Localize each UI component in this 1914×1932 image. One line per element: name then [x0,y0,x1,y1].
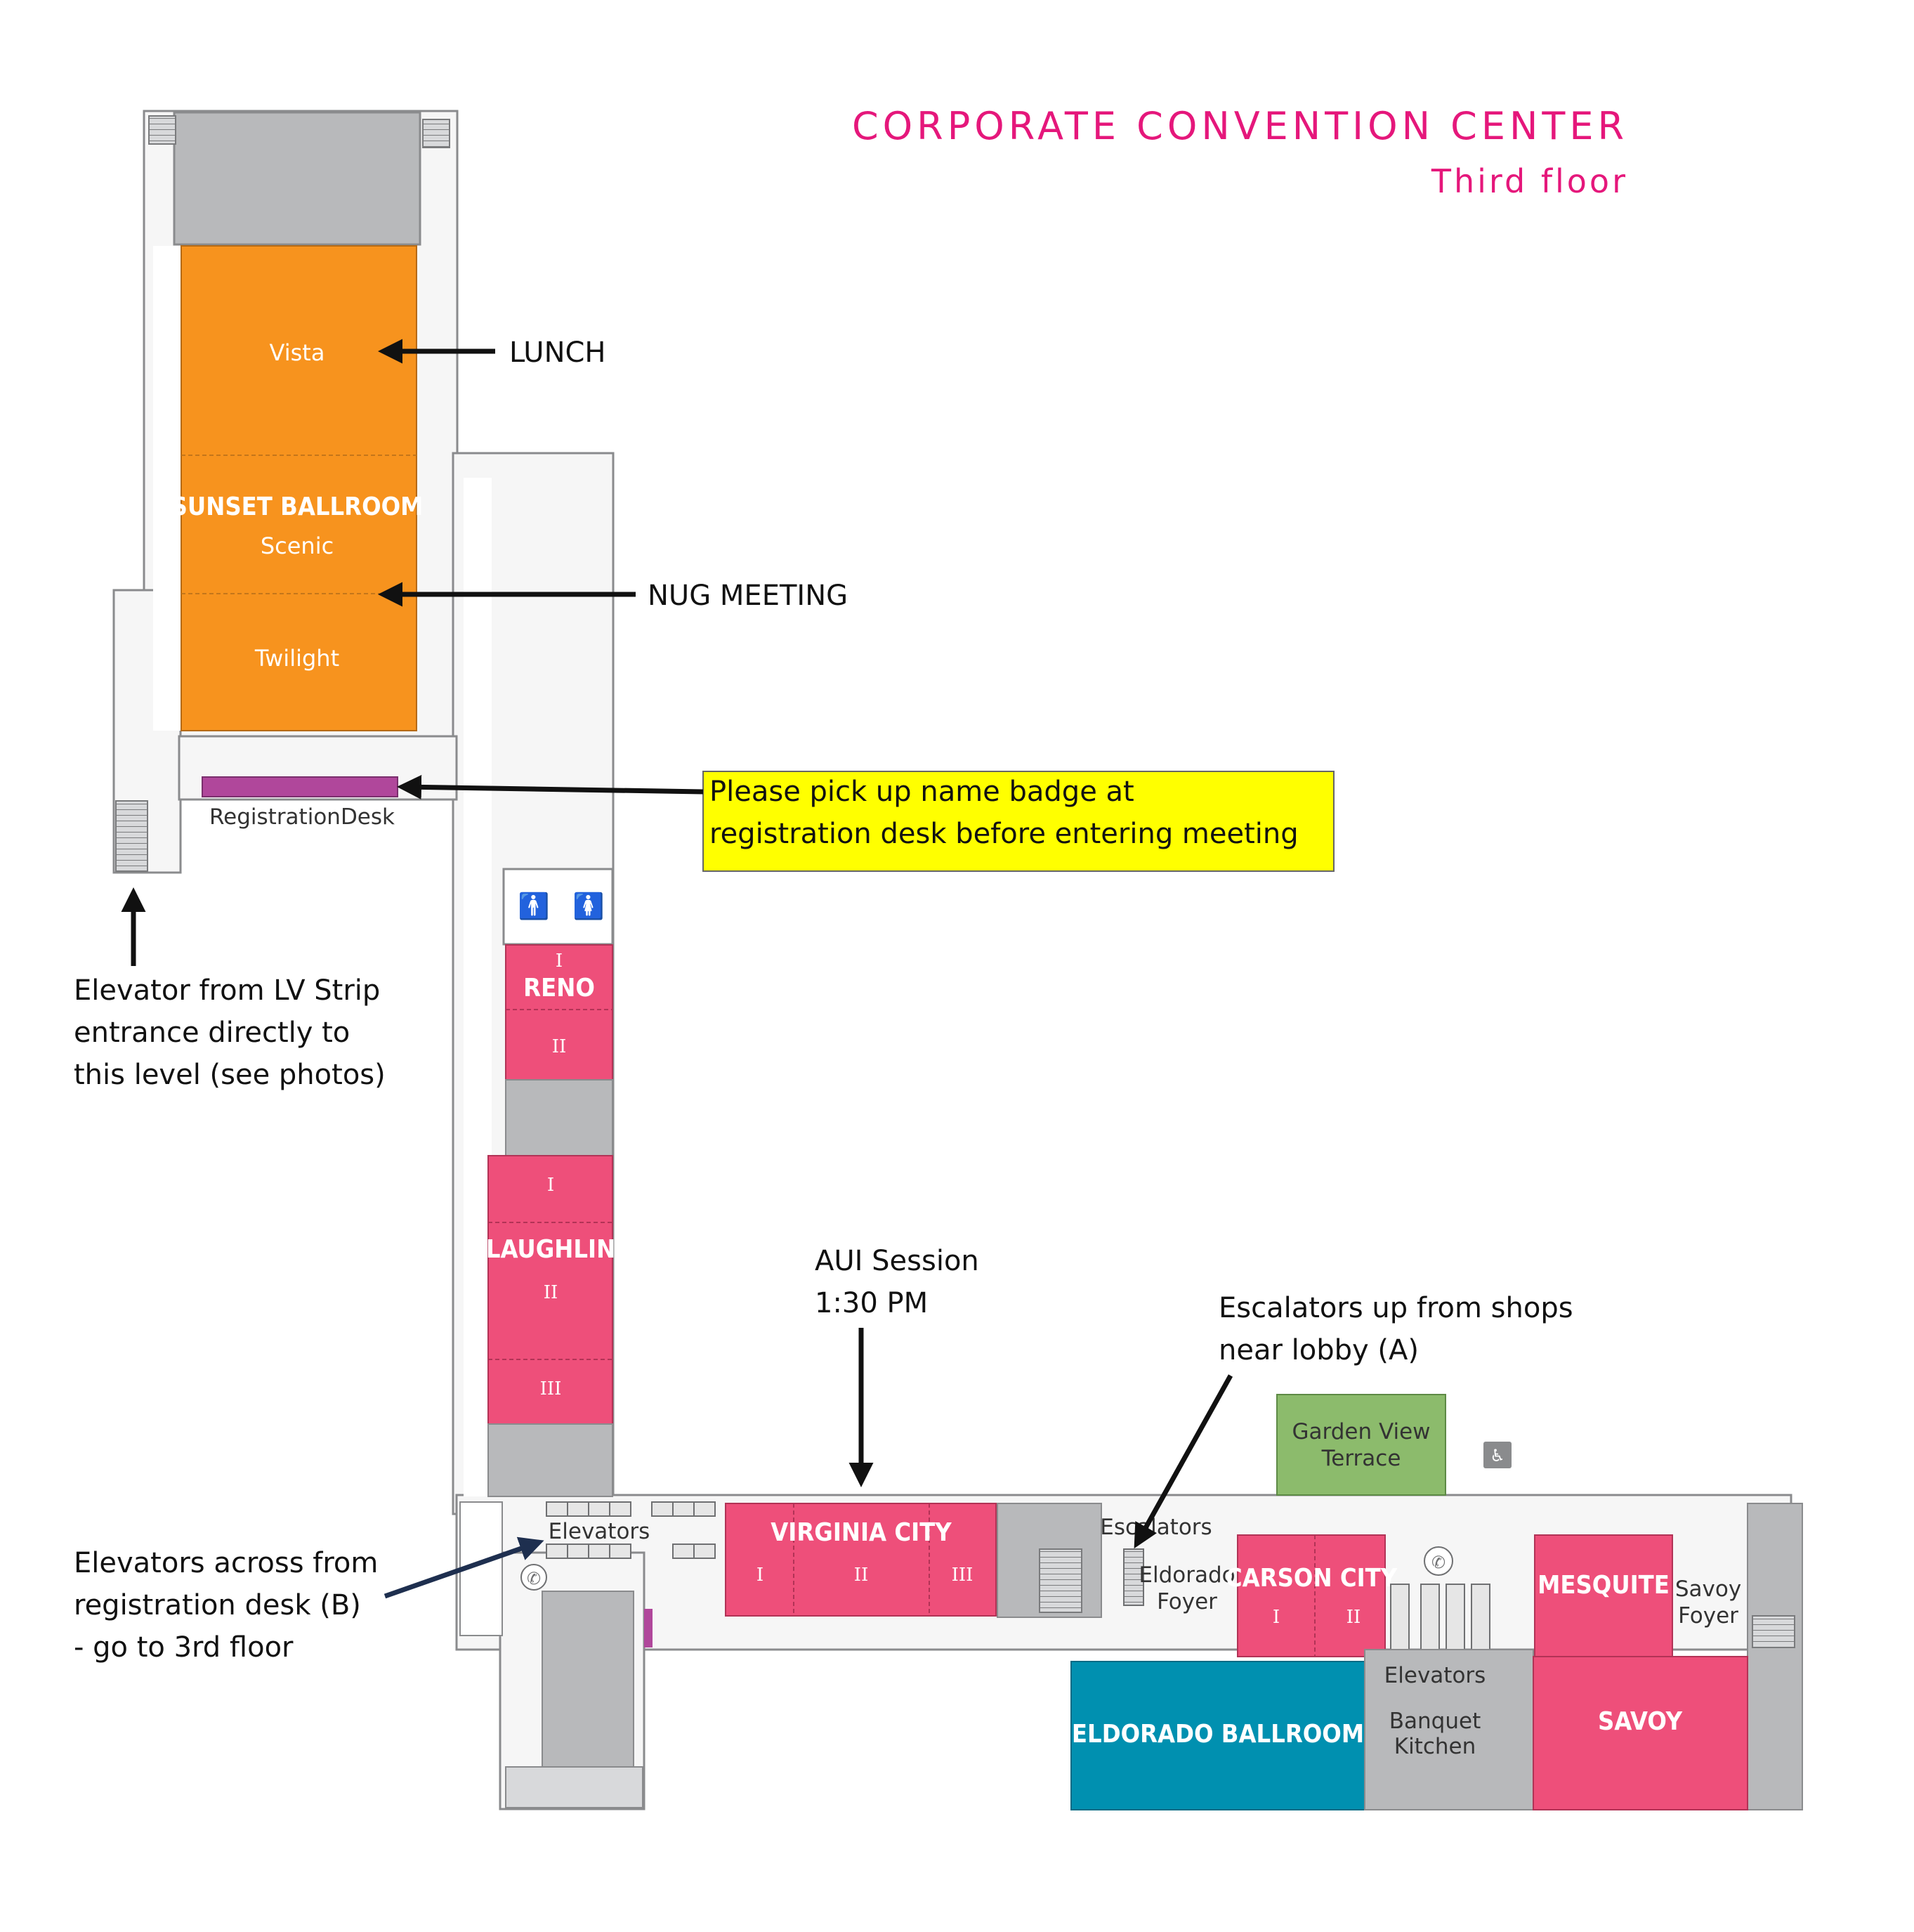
lv-line-2: entrance directly to [74,1017,350,1049]
service-area [1747,1503,1803,1810]
badge-note-line-2: registration desk before entering meetin… [709,818,1299,850]
elev-b-arrow [384,1536,544,1599]
room-eldorado-ballroom-label: ELDORADO BALLROOM [1072,1720,1364,1749]
stairs-icon [1752,1615,1795,1648]
map-title: CORPORATE CONVENTION CENTER [852,104,1628,148]
phone-icon [520,1564,547,1591]
esc-line-2: near lobby (A) [1219,1334,1419,1366]
laughlin-iii-label: III [540,1378,562,1399]
room-mesquite-label: MESQUITE [1538,1571,1670,1600]
nug-label: NUG MEETING [648,580,848,612]
room-carson-city[interactable] [1237,1534,1386,1657]
savoy-foyer-label-2: Foyer [1678,1603,1738,1629]
map-subtitle: Third floor [1431,162,1628,200]
eldorado-foyer-label-2: Foyer [1157,1589,1217,1614]
room-savoy-label: SAVOY [1598,1707,1683,1736]
service-area [487,1423,613,1497]
elev-b-line-3: - go to 3rd floor [74,1631,294,1664]
badge-arrow [397,774,704,799]
stairs-icon [1039,1548,1082,1613]
eldorado-foyer-label-1: Eldorado [1139,1562,1235,1588]
elevator-lv-strip [115,800,148,872]
service-area-top [173,111,421,246]
stairs-icon [148,115,176,145]
aui-line-2: 1:30 PM [815,1287,928,1319]
room-carson-city-label: CARSON CITY [1226,1564,1398,1593]
room-savoy[interactable] [1533,1656,1748,1810]
esc-arrow [1134,1374,1233,1549]
banquet-label-2: Kitchen [1394,1734,1476,1759]
savoy-foyer-label-1: Savoy [1675,1577,1741,1602]
room-laughlin[interactable] [487,1155,613,1425]
banquet-label-1: Banquet [1389,1709,1481,1734]
svg-text:♿: ♿ [1490,1446,1505,1466]
elevator-icon [546,1501,716,1559]
garden-view-label-2: Terrace [1321,1446,1401,1471]
restroom-icon: 🚹 [518,892,550,921]
aui-line-1: AUI Session [815,1245,979,1277]
virginia-ii-label: II [854,1565,869,1586]
room-laughlin-label: LAUGHLIN [486,1235,615,1264]
virginia-i-label: I [756,1565,763,1586]
carson-ii-label: II [1346,1607,1361,1628]
room-scenic-label: Scenic [261,533,334,559]
registration-desk-label: RegistrationDesk [209,804,395,830]
escalator-icon [1123,1548,1144,1606]
room-sunset-label: SUNSET BALLROOM [171,492,424,521]
service-area [505,1766,643,1808]
lunch-label: LUNCH [509,337,606,369]
garden-view-label-1: Garden View [1292,1419,1430,1444]
restroom-icon: 🚺 [573,892,605,921]
room-vista-label: Vista [270,339,325,366]
elev-b-line-2: registration desk (B) [74,1589,361,1621]
room-reno[interactable] [505,944,613,1081]
service-area [542,1591,634,1768]
badge-note-box [702,771,1335,872]
sunset-ballroom[interactable] [181,245,417,731]
lv-line-3: this level (see photos) [74,1059,386,1091]
room-virginia-city[interactable] [725,1503,997,1617]
elevators-right-label: Elevators [1384,1663,1486,1688]
laughlin-i-label: I [547,1175,554,1196]
lv-line-1: Elevator from LV Strip [74,974,380,1007]
badge-note-line-1: Please pick up name badge at [709,776,1134,808]
desk-small [644,1609,653,1647]
banquet-kitchen [1364,1649,1534,1810]
esc-line-1: Escalators up from shops [1219,1292,1573,1324]
stairs-icon [422,119,450,148]
restroom-block [502,868,614,946]
reno-ii-label: II [552,1036,567,1057]
corridor [153,246,181,731]
service-area [505,1079,613,1156]
room-twilight-label: Twilight [254,645,339,672]
laughlin-ii-label: II [544,1282,558,1303]
restroom-icon [1483,1442,1512,1468]
elevators-left-label: Elevators [549,1519,650,1544]
phone-icon [1424,1546,1453,1576]
corridor [464,478,492,1496]
svg-text:✆: ✆ [527,1569,541,1588]
carson-i-label: I [1273,1607,1280,1628]
room-mesquite[interactable] [1534,1534,1673,1657]
registration-desk[interactable] [202,776,398,797]
room-reno-label: RENO [523,974,595,1003]
escalators-label: Escalators [1100,1515,1212,1540]
garden-view-terrace[interactable] [1276,1394,1446,1496]
elev-b-line-1: Elevators across from [74,1547,378,1579]
svg-text:✆: ✆ [1431,1553,1446,1572]
virginia-iii-label: III [952,1565,974,1586]
reno-i-label: I [556,951,563,972]
room-virginia-city-label: VIRGINIA CITY [771,1518,952,1547]
